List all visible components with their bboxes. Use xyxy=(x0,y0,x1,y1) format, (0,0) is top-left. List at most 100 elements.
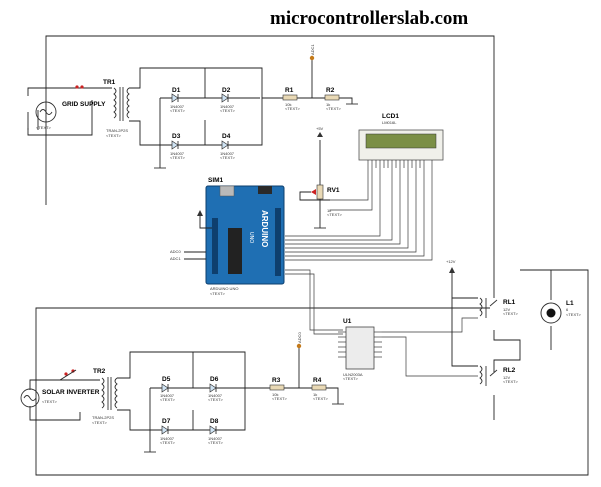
grid-switch-dot-b xyxy=(80,85,84,89)
svg-text:1N4007: 1N4007 xyxy=(170,104,185,109)
pot-value: 1k xyxy=(327,208,331,213)
rl2-ref: RL2 xyxy=(503,367,516,374)
diode-d2: D2 1N4007 <TEXT> xyxy=(220,87,236,113)
driver-ref: U1 xyxy=(343,318,352,325)
diode-d5: D5 1N4007 <TEXT> xyxy=(160,376,176,402)
atmega-chip xyxy=(228,228,242,274)
svg-text:<TEXT>: <TEXT> xyxy=(220,108,236,113)
svg-text:D8: D8 xyxy=(210,418,219,425)
tr2-model: TRAN-2P2S xyxy=(92,415,114,420)
header-right xyxy=(275,208,281,276)
relay-supply-label: +12V xyxy=(446,259,456,264)
ground-icon xyxy=(144,430,156,453)
rl2-text: <TEXT> xyxy=(503,379,519,384)
rl1-text: <TEXT> xyxy=(503,311,519,316)
r4-value: 1k xyxy=(313,392,317,397)
sine-icon xyxy=(39,109,53,115)
grid-supply-section: GRID SUPPLY <TEXT> TR1 TRAN-2P2S <TEXT> … xyxy=(35,44,358,169)
svg-text:<TEXT>: <TEXT> xyxy=(220,155,236,160)
lcd-bus xyxy=(285,160,433,261)
pot-text: <TEXT> xyxy=(327,212,343,217)
svg-text:1N4007: 1N4007 xyxy=(220,151,235,156)
lamp-ref: L1 xyxy=(566,300,574,307)
svg-text:D4: D4 xyxy=(222,133,231,140)
svg-text:<TEXT>: <TEXT> xyxy=(208,397,224,402)
svg-text:<TEXT>: <TEXT> xyxy=(170,155,186,160)
grid-source-text: <TEXT> xyxy=(36,125,52,130)
probe-adc1-label: ADC1 xyxy=(310,44,315,55)
lamp-l1: L1 6 <TEXT> xyxy=(540,300,582,324)
grid-source-label: GRID SUPPLY xyxy=(62,101,106,108)
lcd-display: LCD1 LM016L xyxy=(358,113,444,168)
svg-text:D7: D7 xyxy=(162,418,171,425)
driver-uln2003a: U1 ULN2003A <TEXT> xyxy=(338,318,382,381)
driver-model: ULN2003A xyxy=(343,372,363,377)
resistor-r1 xyxy=(282,94,298,101)
r3-ref: R3 xyxy=(272,377,281,384)
r2-ref: R2 xyxy=(326,87,335,94)
svg-text:<TEXT>: <TEXT> xyxy=(160,397,176,402)
arduino-model: ARDUINO UNO xyxy=(210,286,238,291)
svg-text:<TEXT>: <TEXT> xyxy=(208,440,224,445)
watermark-text: microcontrollerslab.com xyxy=(270,8,468,29)
lcd-screen xyxy=(365,133,437,149)
svg-text:D1: D1 xyxy=(172,87,181,94)
svg-text:D3: D3 xyxy=(172,133,181,140)
lamp-icon xyxy=(546,308,556,318)
svg-text:1N4007: 1N4007 xyxy=(208,393,223,398)
arduino-ref: SIM1 xyxy=(208,177,224,184)
svg-text:1N4007: 1N4007 xyxy=(208,436,223,441)
solar-source-label: SOLAR INVERTER xyxy=(42,389,100,396)
ground-icon xyxy=(154,145,166,169)
rl1-ref: RL1 xyxy=(503,299,516,306)
probe-adc1 xyxy=(309,55,315,61)
tr1-text: <TEXT> xyxy=(106,133,122,138)
r3-value: 10k xyxy=(272,392,278,397)
lamp-text: <TEXT> xyxy=(566,312,582,317)
svg-text:1N4007: 1N4007 xyxy=(170,151,185,156)
sine-icon xyxy=(23,395,37,401)
r3-text: <TEXT> xyxy=(272,396,288,401)
driver-relay-bus xyxy=(382,317,478,377)
resistor-r2 xyxy=(324,94,340,101)
r2-text: <TEXT> xyxy=(326,106,342,111)
svg-text:<TEXT>: <TEXT> xyxy=(170,108,186,113)
diode-d6: D6 1N4007 <TEXT> xyxy=(208,376,224,402)
diode-d3: D3 1N4007 <TEXT> xyxy=(170,133,186,160)
grid-switch-dot-a xyxy=(75,85,79,89)
solar-transformer: TR2 TRAN-2P2S <TEXT> xyxy=(92,368,118,425)
lcd-model: LM016L xyxy=(382,120,397,125)
relay-supply-arrow-icon xyxy=(449,267,455,273)
solar-source-text: <TEXT> xyxy=(42,399,58,404)
svg-text:D6: D6 xyxy=(210,376,219,383)
r2-value: 1k xyxy=(326,102,330,107)
pot-ref: RV1 xyxy=(327,187,340,194)
resistor-r3 xyxy=(269,384,285,391)
svg-text:D5: D5 xyxy=(162,376,171,383)
svg-text:<TEXT>: <TEXT> xyxy=(160,440,176,445)
r4-text: <TEXT> xyxy=(313,396,329,401)
outer-wiring xyxy=(27,35,589,476)
probe-adc0 xyxy=(296,343,302,349)
grid-transformer: TR1 TRAN-2P2S <TEXT> xyxy=(103,79,130,138)
r1-value: 10k xyxy=(285,102,291,107)
arduino-brand: UNO xyxy=(248,232,254,243)
diode-d1: D1 1N4007 <TEXT> xyxy=(170,87,186,113)
usb-connector xyxy=(219,185,235,197)
arduino-uno: SIM1 ARDUINO UNO ARDUINO UNO <TEXT> ADC0… xyxy=(170,177,285,296)
solar-ac-source xyxy=(20,388,40,408)
relay-rl1: RL1 12V <TEXT> xyxy=(479,297,519,318)
arduino-supply-arrow-icon xyxy=(197,210,203,216)
r1-ref: R1 xyxy=(285,87,294,94)
relay-rl2: RL2 12V <TEXT> xyxy=(479,365,519,386)
diode-d7: D7 1N4007 <TEXT> xyxy=(160,418,176,445)
probe-adc0-label: ADC0 xyxy=(297,332,302,343)
svg-text:1N4007: 1N4007 xyxy=(160,393,175,398)
header-left xyxy=(212,218,218,274)
arduino-text: <TEXT> xyxy=(210,291,226,296)
grid-ac-source xyxy=(35,101,57,123)
svg-text:1N4007: 1N4007 xyxy=(160,436,175,441)
arduino-pin-adc0: ADC0 xyxy=(170,249,181,254)
arduino-pin-adc1: ADC1 xyxy=(170,256,181,261)
